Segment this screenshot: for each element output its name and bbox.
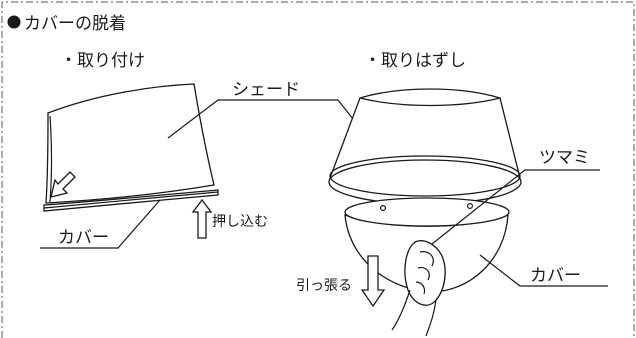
attach-cover-leader — [40, 199, 161, 249]
pull-label: 引っ張る — [296, 278, 352, 294]
remove-cover-leader — [479, 254, 608, 287]
attach-cover-strip — [43, 189, 219, 212]
remove-cover-dome — [344, 197, 510, 293]
knob-leader-line — [426, 169, 600, 249]
up-arrow-icon — [191, 198, 213, 239]
push-label: 押し込む — [212, 214, 268, 230]
remove-cover-label: カバー — [530, 266, 581, 286]
bullet-dot-icon — [7, 15, 21, 29]
diagonal-arrow-icon — [50, 171, 76, 198]
hand-illustration — [391, 240, 446, 337]
shade-leader-line — [167, 99, 338, 139]
attach-cover-label: カバー — [58, 228, 109, 248]
knob-label: ツマミ — [539, 148, 590, 168]
attach-shade — [45, 83, 215, 204]
shade-label: シェード — [232, 80, 300, 100]
remove-title: ・取りはずし — [364, 51, 466, 71]
down-arrow-icon — [360, 255, 386, 308]
attach-title: ・取り付け — [60, 51, 145, 71]
section-title: カバーの脱着 — [24, 14, 126, 34]
